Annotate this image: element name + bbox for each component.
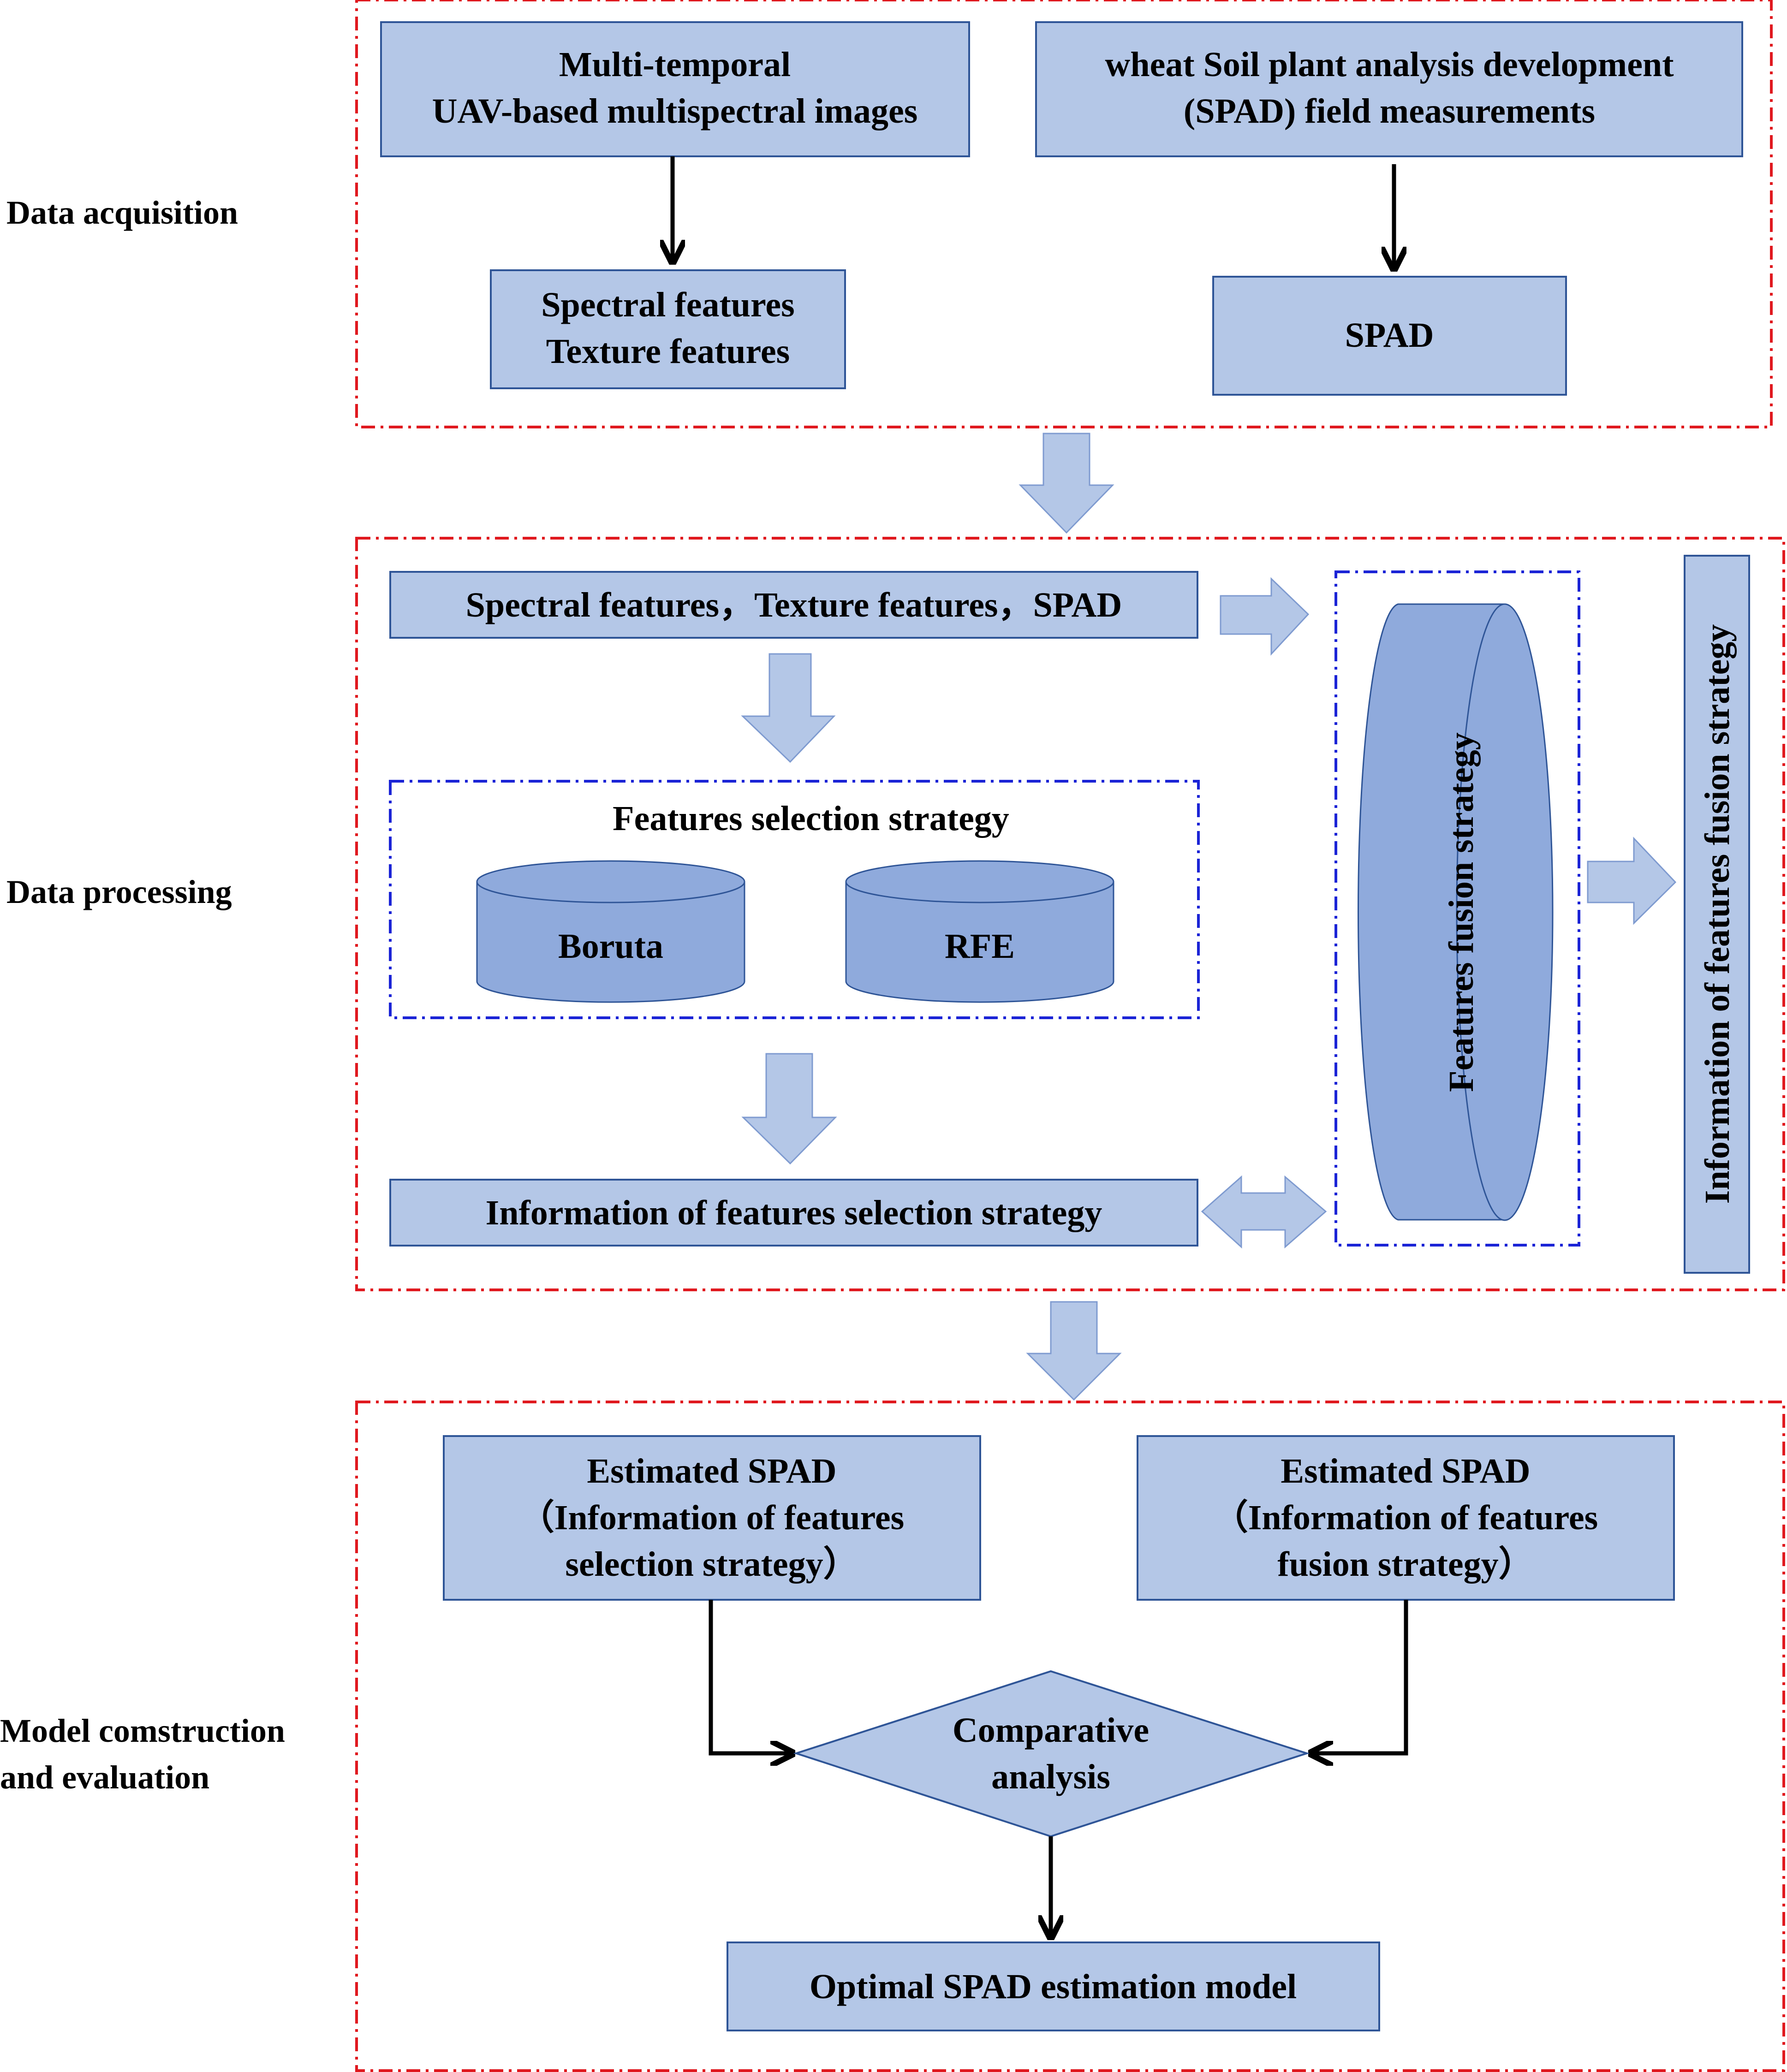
fusion-label: Features fusion strategy — [1442, 732, 1481, 1092]
features-box-line2: Texture features — [546, 332, 790, 371]
selection-info-box: Information of features selection strate… — [389, 1179, 1198, 1247]
inputs-box-label: Spectral features，Texture features，SPAD — [466, 586, 1122, 624]
optimal-model-label: Optimal SPAD estimation model — [810, 1967, 1297, 2006]
est-selection-line2: （Information of features — [519, 1498, 904, 1537]
estimated-spad-fusion-box: Estimated SPAD （Information of features … — [1137, 1435, 1675, 1601]
features-selection-title: Features selection strategy — [613, 799, 1009, 838]
uav-images-line2: UAV-based multispectral images — [432, 92, 918, 131]
boruta-cylinder: Boruta — [476, 860, 745, 1003]
optimal-model-box: Optimal SPAD estimation model — [727, 1941, 1380, 2031]
features-fusion-group — [1334, 570, 1580, 1247]
est-selection-line3: selection strategy） — [565, 1545, 858, 1584]
spad-measurements-box: wheat Soil plant analysis development (S… — [1035, 21, 1743, 157]
block-arrow-down-1 — [1019, 433, 1114, 534]
est-fusion-line2: （Information of features — [1213, 1498, 1598, 1537]
est-fusion-line3: fusion strategy） — [1277, 1545, 1533, 1584]
stage-label-model-line1: Model comstruction — [0, 1712, 285, 1749]
stage-label-model-line2: and evaluation — [0, 1759, 209, 1796]
block-arrow-right-to-fusion — [1220, 577, 1310, 656]
rfe-cylinder: RFE — [845, 860, 1114, 1003]
spad-box: SPAD — [1212, 276, 1567, 396]
features-selection-group — [389, 780, 1200, 1019]
block-arrow-down-to-selection-info — [741, 1053, 837, 1165]
spectral-texture-features-box: Spectral features Texture features — [490, 269, 846, 389]
block-arrow-down-to-selection — [741, 653, 836, 763]
boruta-label: Boruta — [558, 927, 663, 966]
spad-box-label: SPAD — [1345, 316, 1434, 355]
section-model-evaluation — [355, 1401, 1785, 2072]
arrow-selection-to-comparison — [709, 1600, 791, 1753]
estimated-spad-selection-box: Estimated SPAD （Information of features … — [443, 1435, 981, 1601]
fusion-info-label: Information of features fusion strategy — [1698, 624, 1737, 1204]
comparative-line1: Comparative — [953, 1711, 1149, 1750]
spad-measurements-line1: wheat Soil plant analysis development — [1105, 45, 1674, 84]
fusion-info-box: Information of features fusion strategy — [1684, 555, 1750, 1274]
features-box-line1: Spectral features — [541, 285, 794, 324]
est-selection-line1: Estimated SPAD — [587, 1452, 836, 1490]
section-data-acquisition — [355, 0, 1773, 428]
uav-images-line1: Multi-temporal — [559, 45, 791, 84]
block-arrow-bidirectional — [1201, 1175, 1327, 1249]
stage-label-data-processing: Data processing — [6, 873, 232, 910]
section-data-processing — [355, 537, 1785, 1291]
spad-measurements-line2: (SPAD) field measurements — [1184, 92, 1595, 131]
block-arrow-right-to-fusion-info — [1587, 837, 1677, 925]
comparative-line2: analysis — [991, 1757, 1110, 1796]
est-fusion-line1: Estimated SPAD — [1281, 1452, 1530, 1490]
fusion-cylinder: Features fusion strategy — [1357, 603, 1554, 1221]
inputs-box: Spectral features，Texture features，SPAD — [389, 571, 1198, 639]
selection-info-label: Information of features selection strate… — [486, 1193, 1102, 1232]
comparative-analysis-diamond: Comparative analysis — [793, 1670, 1310, 1838]
block-arrow-down-2 — [1026, 1301, 1122, 1401]
uav-images-box: Multi-temporal UAV-based multispectral i… — [380, 21, 970, 157]
stage-label-data-acquisition: Data acquisition — [6, 194, 238, 231]
rfe-label: RFE — [945, 927, 1015, 966]
arrow-fusion-to-comparison — [1312, 1600, 1408, 1753]
